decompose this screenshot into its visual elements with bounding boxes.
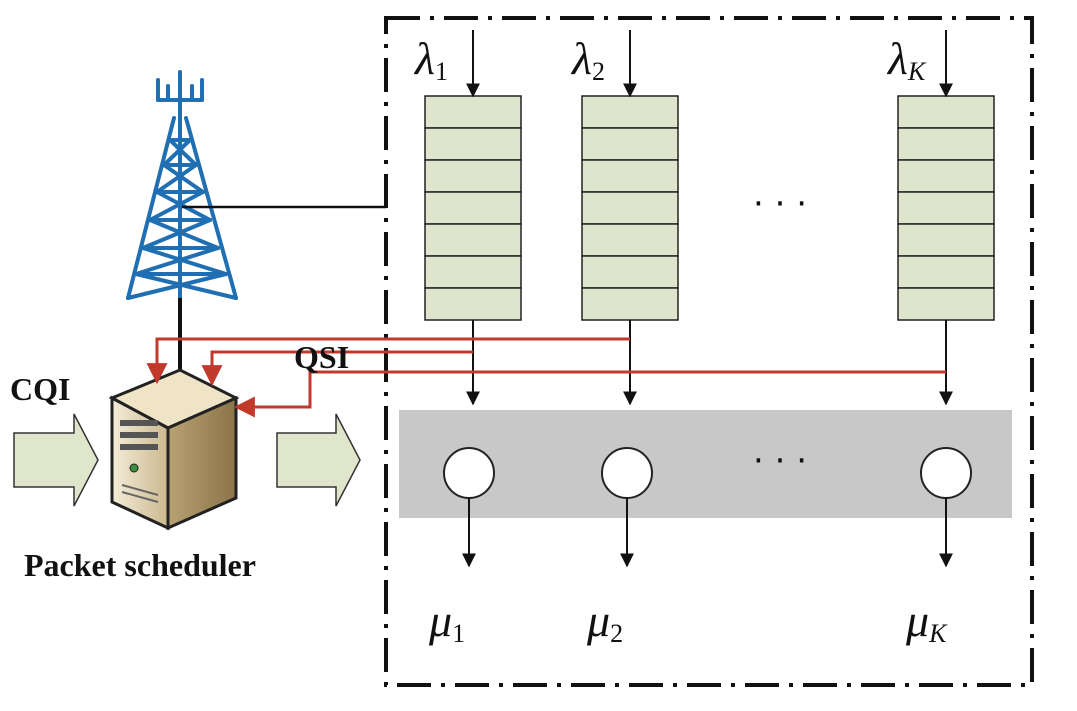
queue-buffer-cell bbox=[897, 255, 995, 289]
queue-buffers bbox=[424, 95, 995, 321]
cqi-input-arrow bbox=[13, 413, 99, 507]
queue-buffer-cell bbox=[897, 191, 995, 225]
server-node bbox=[920, 447, 972, 499]
queue-buffer-cell bbox=[581, 191, 679, 225]
queue-buffer-cell bbox=[897, 223, 995, 257]
packet-scheduler-label: Packet scheduler bbox=[24, 547, 256, 583]
server-node bbox=[601, 447, 653, 499]
queue-buffer-cell bbox=[897, 159, 995, 193]
queue-buffer-cell bbox=[424, 95, 522, 129]
cell-tower-icon bbox=[126, 70, 238, 312]
queue-buffer-cell bbox=[581, 255, 679, 289]
service-rate-label: μ2 bbox=[586, 595, 623, 648]
qsi-feedback-lines bbox=[146, 337, 946, 418]
service-rate-label: μ1 bbox=[428, 595, 465, 648]
queue-buffer-cell bbox=[581, 287, 679, 321]
queue-buffer-cell bbox=[581, 159, 679, 193]
queue-buffer-cell bbox=[424, 159, 522, 193]
queue-buffer-cell bbox=[581, 127, 679, 161]
queue-buffer-cell bbox=[424, 191, 522, 225]
scheduler-output-arrow bbox=[276, 413, 361, 507]
queue-buffer-cell bbox=[424, 287, 522, 321]
queue-buffer-cell bbox=[897, 127, 995, 161]
qsi-label: QSI bbox=[294, 339, 349, 375]
queue-buffer-cell bbox=[424, 223, 522, 257]
arrival-rate-label: λ1 bbox=[413, 33, 448, 86]
service-nodes: μ1 μ2 μK bbox=[428, 320, 972, 648]
server-node bbox=[443, 447, 495, 499]
queue-buffer-cell bbox=[581, 95, 679, 129]
cqi-label: CQI bbox=[10, 371, 70, 407]
server-icon bbox=[108, 368, 240, 531]
queue-buffer-cell bbox=[424, 127, 522, 161]
arrival-rate-label: λK bbox=[886, 33, 927, 86]
queue-ellipsis: · · · bbox=[753, 184, 807, 224]
queue-buffer-cell bbox=[897, 287, 995, 321]
arrival-rate-label: λ2 bbox=[570, 33, 605, 86]
service-rate-label: μK bbox=[905, 595, 948, 648]
server-band bbox=[399, 410, 1012, 518]
arrival-arrows: λ1 λ2 λK bbox=[413, 30, 953, 98]
server-ellipsis: · · · bbox=[753, 441, 807, 481]
queue-buffer-cell bbox=[424, 255, 522, 289]
queue-buffer-cell bbox=[581, 223, 679, 257]
queue-buffer-cell bbox=[897, 95, 995, 129]
